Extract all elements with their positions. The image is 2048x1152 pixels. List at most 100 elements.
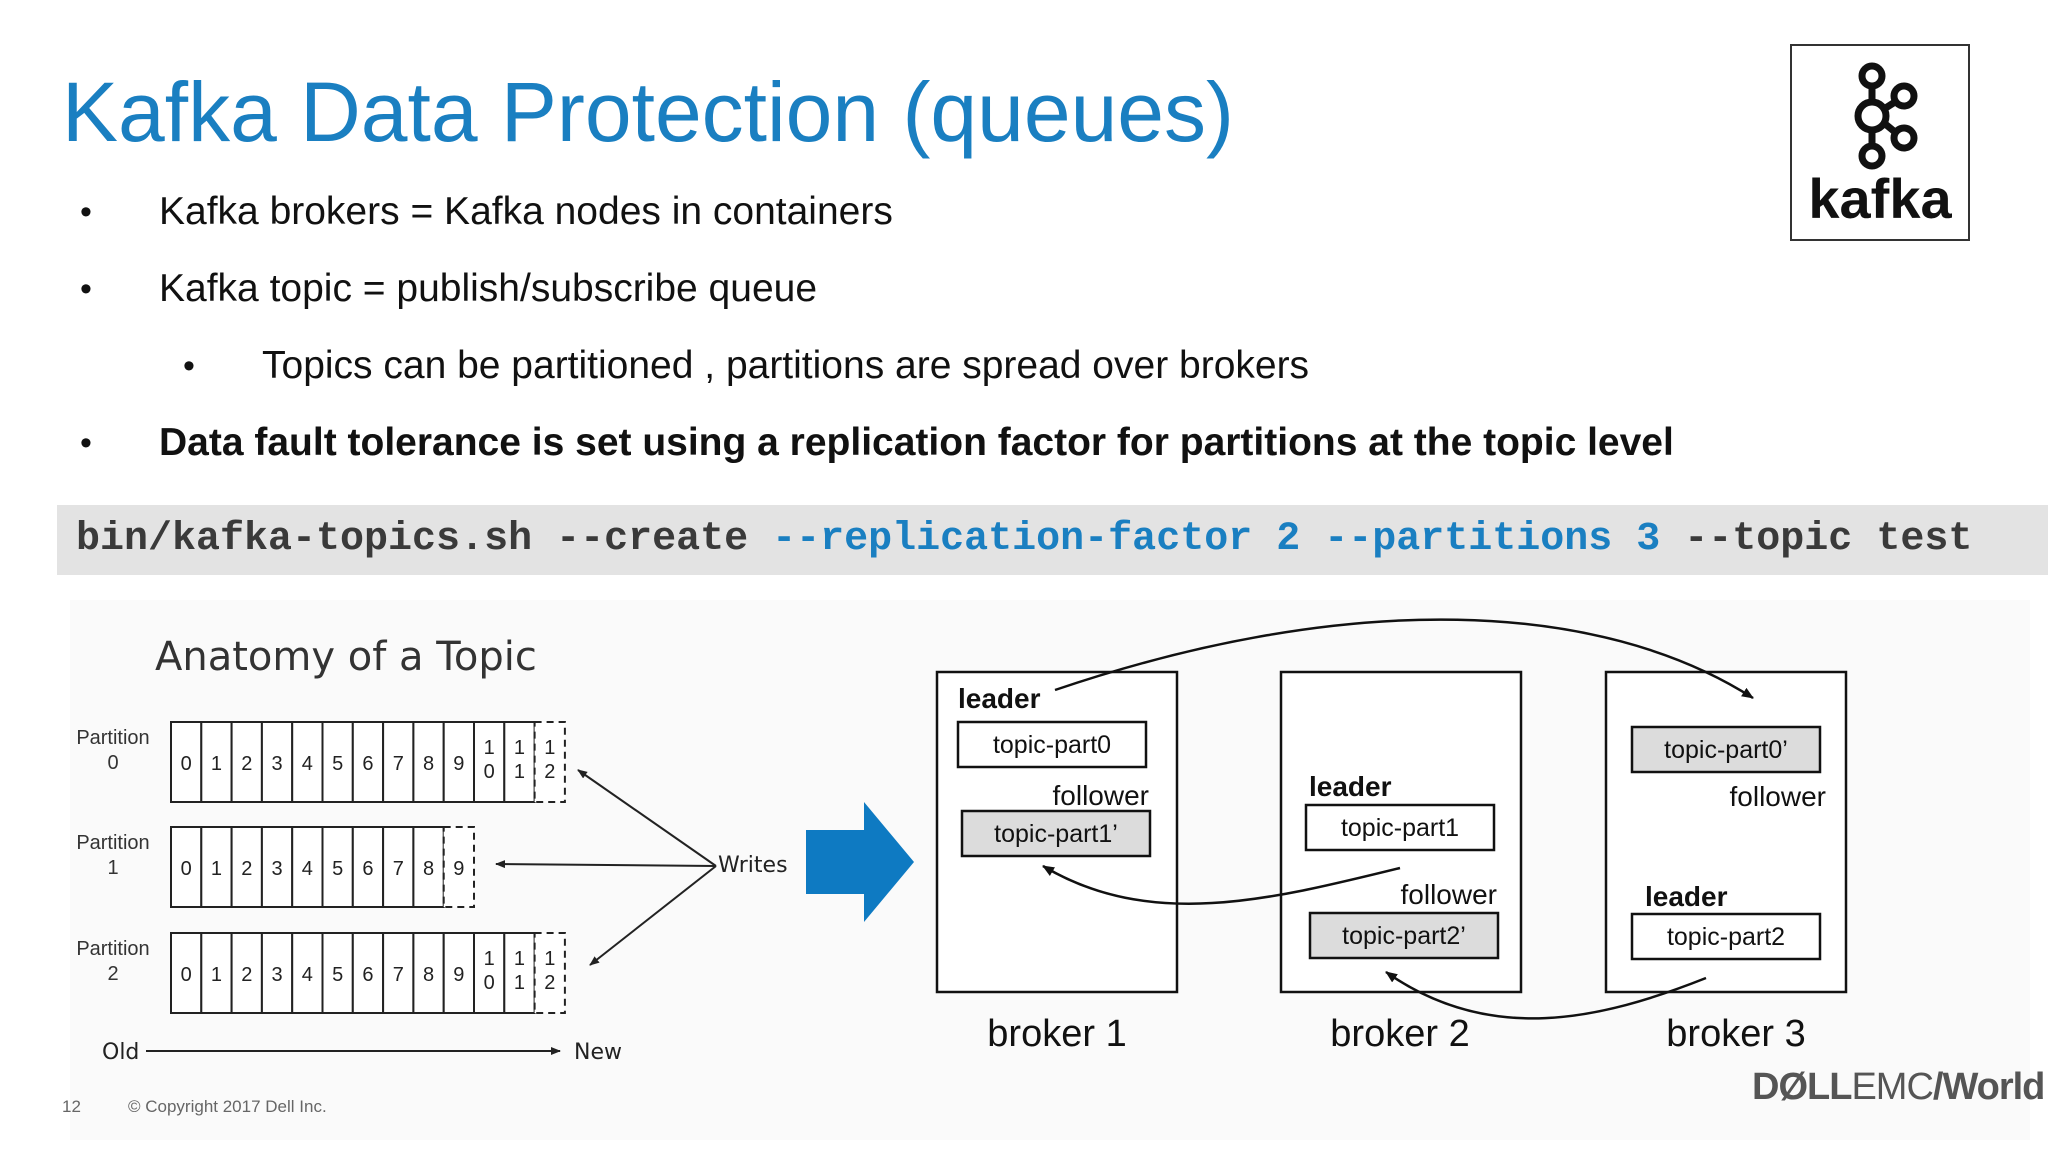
kafka-logo: kafka [1790,44,1970,241]
offset-label: 1 [211,858,222,880]
slide-title: Kafka Data Protection (queues) [62,65,1234,159]
offset-label: 8 [423,964,434,986]
leader-label: leader [958,683,1041,714]
command-highlight: --replication-factor 2 --partitions 3 [772,517,1661,562]
offset-label: 5 [332,964,343,986]
old-label: Old [102,1040,139,1065]
offset-label: 5 [332,753,343,775]
offset-cell [260,826,294,908]
partition-label: Partition [76,727,149,749]
partition-box-leader [1304,803,1496,852]
command-part: bin/kafka-topics.sh --create [76,517,773,562]
partition-label: Partition [76,938,149,960]
writes-label: Writes [718,853,788,878]
offset-label: 0 [181,964,192,986]
offset-cell [351,721,385,803]
offset-cell [260,932,294,1014]
offset-cell [230,826,263,908]
bullet-1: Kafka brokers = Kafka nodes in container… [159,190,893,233]
logo-text: kafka [1808,167,1952,230]
replication-arrow-part2 [1385,970,1707,1020]
offset-digit: 1 [484,948,495,970]
write-arrow-partition-2 [589,865,717,966]
offset-label: 7 [393,753,404,775]
leader-label: leader [1309,771,1392,802]
offset-label: 1 [211,753,222,775]
partition-name: topic-part1’ [994,820,1118,848]
offset-cell [230,932,263,1014]
offset-label: 6 [362,858,373,880]
bullet-marker: • [80,424,92,462]
offset-label: 6 [362,964,373,986]
partition-box-leader [956,720,1148,769]
anatomy-title: Anatomy of a Topic [155,634,537,680]
offset-digit: 1 [544,737,555,759]
write-arrow-partition-1 [495,860,717,869]
brand-dell: DØLL [1752,1066,1852,1108]
follower-label: follower [1053,780,1149,811]
offset-label: 4 [302,858,313,880]
copyright-text: © Copyright 2017 Dell Inc. [128,1097,327,1116]
partition-name: topic-part0 [993,731,1111,759]
offset-cell [170,721,203,803]
follower-label: follower [1730,781,1826,812]
offset-label: 4 [302,964,313,986]
offset-label: 7 [393,858,404,880]
offset-label: 3 [271,858,282,880]
partition-label: 1 [107,857,118,879]
broker-name: broker 3 [1666,1013,1805,1055]
offset-label: 9 [453,964,464,986]
offset-label: 9 [453,753,464,775]
page-number: 12 [62,1097,81,1116]
offset-digit: 2 [544,972,555,994]
partition-name: topic-part0’ [1664,736,1788,764]
leader-label: leader [1645,881,1728,912]
offset-digit: 1 [514,761,525,783]
offset-cell [230,721,263,803]
partition-box-follower [1308,911,1500,960]
offset-cell [351,826,385,908]
offset-label: 4 [302,753,313,775]
command-part: --topic test [1660,517,1973,562]
offset-label: 5 [332,858,343,880]
offset-digit: 0 [484,761,495,783]
next-offset-cell [442,826,476,908]
offset-digit: 1 [514,972,525,994]
offset-label: 0 [181,753,192,775]
brand-world: /World [1932,1066,2046,1108]
command-text: bin/kafka-topics.sh --create --replicati… [76,514,1972,566]
offset-label: 2 [241,753,252,775]
offset-label: 0 [181,858,192,880]
partition-name: topic-part2 [1667,923,1785,951]
write-arrow-partition-0 [577,769,717,867]
offset-label: 2 [241,858,252,880]
offset-cell [260,721,294,803]
offset-label: 1 [211,964,222,986]
partition-label: 2 [107,963,118,985]
command-bar [57,505,2048,575]
broker-name: broker 2 [1330,1013,1469,1055]
offset-label: 8 [423,858,434,880]
bullet-2: Kafka topic = publish/subscribe queue [159,267,818,310]
offset-cell [200,721,233,803]
next-offset-cell [533,932,566,1014]
offset-label: 8 [423,753,434,775]
kafka-logo-icon: kafka [1808,62,1952,230]
bullet-marker: • [80,270,92,308]
sub-bullet-1: Topics can be partitioned , partitions a… [262,344,1310,387]
offset-cell [200,932,233,1014]
bullet-marker: • [183,347,195,385]
offset-cell [382,721,415,803]
partition-name: topic-part2’ [1342,922,1466,950]
partition-name: topic-part1 [1341,814,1459,842]
dell-emc-world-logo: DØLLEMC/World [1752,1066,2046,1109]
next-offset-cell [533,721,566,803]
bullet-marker: • [80,193,92,231]
offset-cell [200,826,233,908]
offset-cell [321,826,354,908]
new-label: New [574,1040,622,1065]
offset-digit: 0 [484,972,495,994]
offset-digit: 1 [544,948,555,970]
